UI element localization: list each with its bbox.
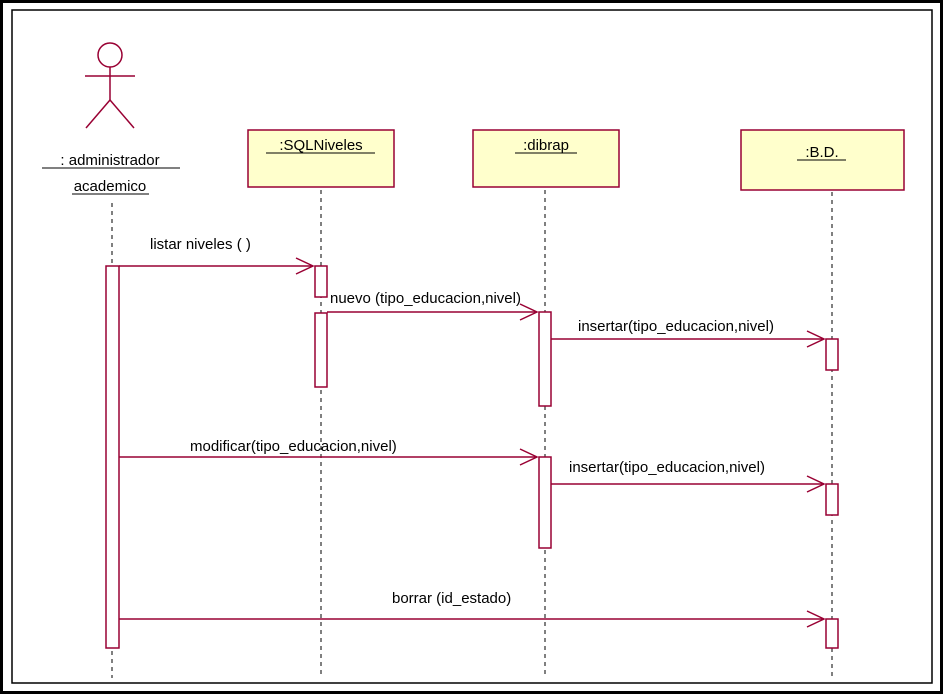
message-modificar-label: modificar(tipo_educacion,nivel): [190, 438, 397, 455]
activation-sqlniveles-2: [314, 312, 328, 388]
object-dibrap-label: :dibrap: [523, 137, 569, 154]
message-listar-niveles-label: listar niveles ( ): [150, 236, 251, 253]
message-modificar[interactable]: modificar(tipo_educacion,nivel): [119, 438, 539, 466]
object-bd[interactable]: :B.D.: [740, 129, 905, 191]
actor-name-line2: academico: [74, 178, 147, 195]
message-insertar-2[interactable]: insertar(tipo_educacion,nivel): [551, 459, 826, 493]
message-nuevo[interactable]: nuevo (tipo_educacion,nivel): [327, 290, 539, 321]
activation-sqlniveles-1: [314, 265, 328, 298]
object-sqlniveles[interactable]: :SQLNiveles: [247, 129, 395, 188]
object-dibrap[interactable]: :dibrap: [472, 129, 620, 188]
message-nuevo-label: nuevo (tipo_educacion,nivel): [330, 290, 521, 307]
message-borrar[interactable]: borrar (id_estado): [119, 590, 826, 628]
message-listar-niveles[interactable]: listar niveles ( ): [119, 236, 315, 275]
activation-dibrap-2: [538, 456, 552, 549]
activation-bd-2: [825, 483, 839, 516]
object-bd-label: :B.D.: [805, 144, 838, 161]
message-insertar-1[interactable]: insertar(tipo_educacion,nivel): [551, 318, 826, 348]
stick-figure-actor-icon: [85, 42, 135, 129]
activation-bd-3: [825, 618, 839, 649]
message-borrar-label: borrar (id_estado): [392, 590, 511, 607]
message-insertar-1-label: insertar(tipo_educacion,nivel): [578, 318, 774, 335]
activation-actor: [105, 265, 120, 649]
object-sqlniveles-label: :SQLNiveles: [279, 137, 362, 154]
actor-administrador[interactable]: : administrador academico: [42, 42, 180, 195]
inner-frame: [11, 9, 933, 684]
actor-name-line1: : administrador: [60, 152, 159, 169]
activation-bd-1: [825, 338, 839, 371]
message-insertar-2-label: insertar(tipo_educacion,nivel): [569, 459, 765, 476]
activation-dibrap-1: [538, 311, 552, 407]
